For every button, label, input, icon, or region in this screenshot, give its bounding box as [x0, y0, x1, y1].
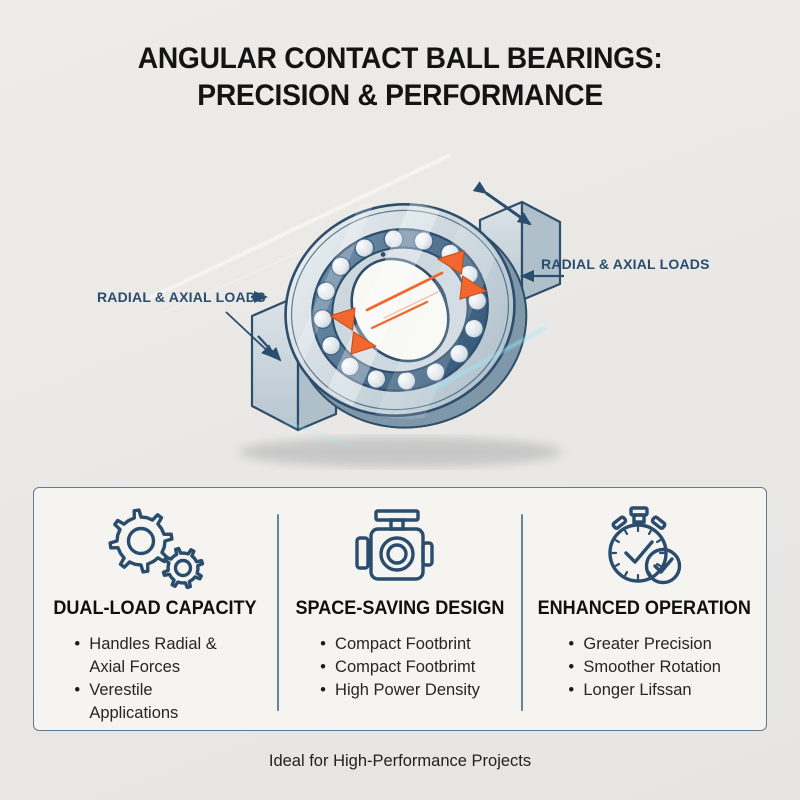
feature-bullet: High Power Density [320, 679, 480, 702]
feature-bullet: Compact Footbrimt [320, 656, 480, 679]
title-line-1: ANGULAR CONTACT BALL BEARINGS: [137, 42, 663, 75]
contact-angle-lines [365, 271, 444, 330]
footer-tagline: Ideal for High-Performance Projects [268, 752, 532, 770]
feature-bullet-list: Compact Footbrint Compact Footbrimt High… [320, 633, 480, 702]
ring-dot [380, 252, 386, 257]
gears-icon [108, 508, 205, 590]
contact-marker-top-right [437, 250, 487, 300]
feature-bullet: Compact Footbrint [320, 633, 480, 656]
feature-column-enhanced-operation: ENHANCED OPERATION Greater Precision Smo… [523, 488, 766, 730]
feature-bullet: Longer Lifssan [568, 679, 721, 702]
feature-bullet: Verestile Applications [74, 679, 236, 725]
feature-bullet: Greater Precision [568, 633, 721, 656]
feature-heading: SPACE-SAVING DESIGN [295, 598, 505, 619]
feature-bullet-list: Handles Radial & Axial Forces Verestile … [74, 633, 236, 725]
feature-bullet: Smoother Rotation [568, 656, 721, 679]
card-divider [276, 514, 279, 711]
feature-column-space-saving: SPACE-SAVING DESIGN Compact Footbrint Co… [279, 488, 522, 730]
feature-bullet-list: Greater Precision Smoother Rotation Long… [568, 633, 721, 702]
bearing-rings [261, 164, 528, 456]
feature-column-dual-load: DUAL-LOAD CAPACITY Handles Radial & Axia… [34, 488, 277, 730]
features-card: DUAL-LOAD CAPACITY Handles Radial & Axia… [33, 487, 767, 731]
bearing-bore [350, 257, 450, 363]
page-title: ANGULAR CONTACT BALL BEARINGS: PRECISION… [0, 40, 800, 114]
contact-marker-bottom-left [329, 307, 377, 355]
load-label-left: RADIAL & AXIAL LOADS [97, 289, 266, 305]
bearing-balls [312, 229, 488, 391]
card-divider [521, 514, 524, 711]
bearing-shadow [238, 437, 562, 467]
stopwatch-check-icon [607, 506, 681, 585]
title-line-2: PRECISION & PERFORMANCE [197, 79, 603, 112]
feature-heading: ENHANCED OPERATION [538, 598, 752, 619]
bearing-illustration [148, 153, 564, 467]
double-headed-arrow-icon [472, 181, 532, 226]
load-label-right: RADIAL & AXIAL LOADS [541, 256, 710, 272]
feature-bullet: Handles Radial & Axial Forces [74, 633, 236, 679]
motor-icon [355, 509, 434, 581]
light-streaks [148, 153, 547, 448]
feature-heading: DUAL-LOAD CAPACITY [53, 598, 257, 619]
label-left-pointer-line [225, 311, 276, 359]
